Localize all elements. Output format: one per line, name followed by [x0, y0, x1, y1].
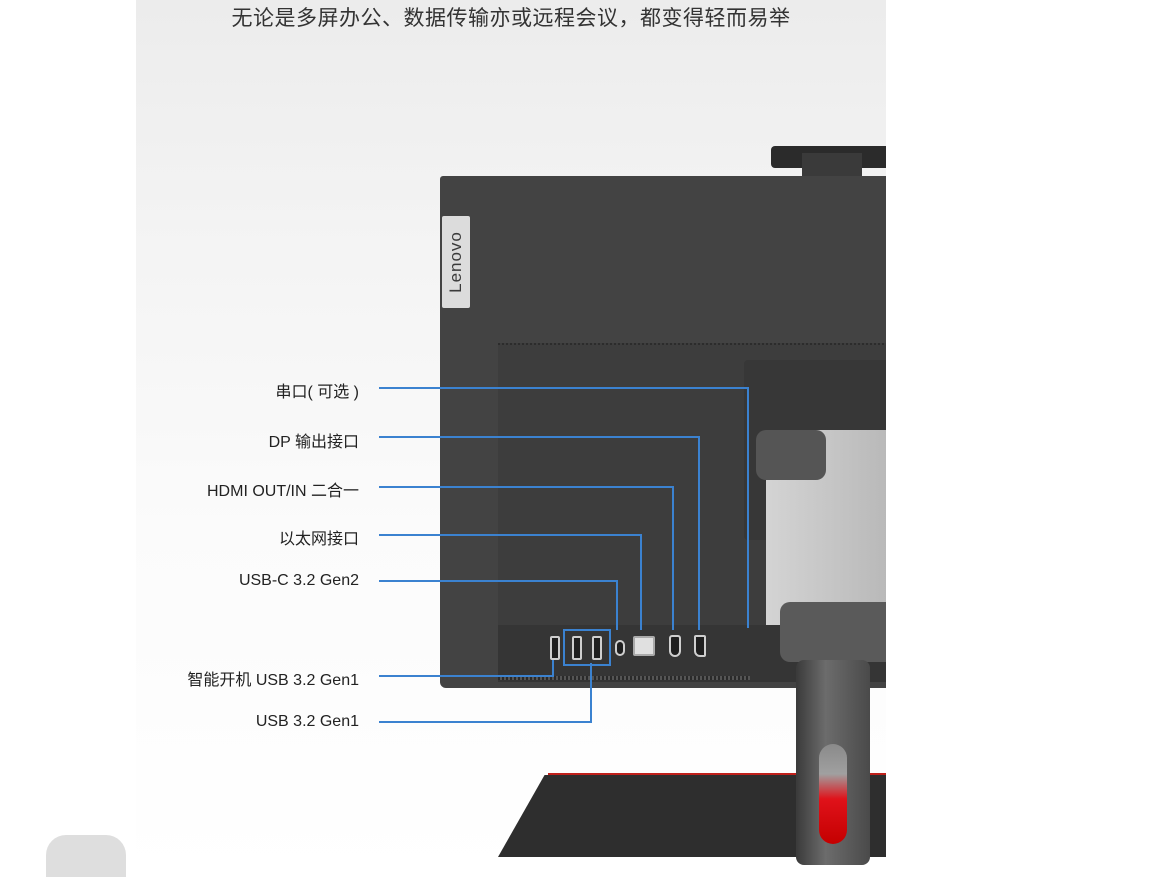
label-dp-output: DP 输出接口: [268, 434, 359, 451]
callout-line-smart-usb: [379, 660, 554, 677]
label-smart-power-usb: 智能开机 USB 3.2 Gen1: [187, 672, 359, 689]
callout-line-ethernet: [379, 534, 642, 630]
callout-line-dp: [379, 436, 700, 630]
headline: 无论是多屏办公、数据传输亦或远程会议，都变得轻而易举: [231, 6, 791, 30]
displayport-icon: [694, 635, 706, 657]
label-hdmi-port: HDMI OUT/IN 二合一: [207, 483, 359, 500]
cable-management-slot: [819, 744, 847, 844]
lenovo-logo: [442, 216, 470, 308]
stand-joint: [780, 602, 886, 662]
ethernet-port-icon: [633, 636, 655, 656]
label-serial-port: 串口( 可选 ): [275, 384, 359, 401]
usb-a-port-icon: [572, 636, 582, 660]
label-usbc-port: USB-C 3.2 Gen2: [238, 572, 359, 589]
label-ethernet-port: 以太网接口: [278, 531, 359, 548]
vent-grille: [498, 676, 750, 680]
background-object: [46, 835, 126, 877]
hdmi-port-icon: [669, 635, 681, 657]
callout-line-hdmi: [379, 486, 674, 630]
usb-a-port-icon: [592, 636, 602, 660]
stand-hinge: [756, 430, 826, 480]
callout-line-usb: [379, 663, 592, 723]
usb-ports-highlight: [563, 629, 611, 666]
product-panel: 无论是多屏办公、数据传输亦或远程会议，都变得轻而易举 Lenovo: [136, 0, 886, 877]
callout-line-serial: [379, 387, 749, 628]
callout-line-usbc: [379, 580, 618, 630]
label-usb-port: USB 3.2 Gen1: [255, 713, 359, 730]
usb-a-port-icon: [550, 636, 560, 660]
usb-c-port-icon: [615, 640, 625, 656]
